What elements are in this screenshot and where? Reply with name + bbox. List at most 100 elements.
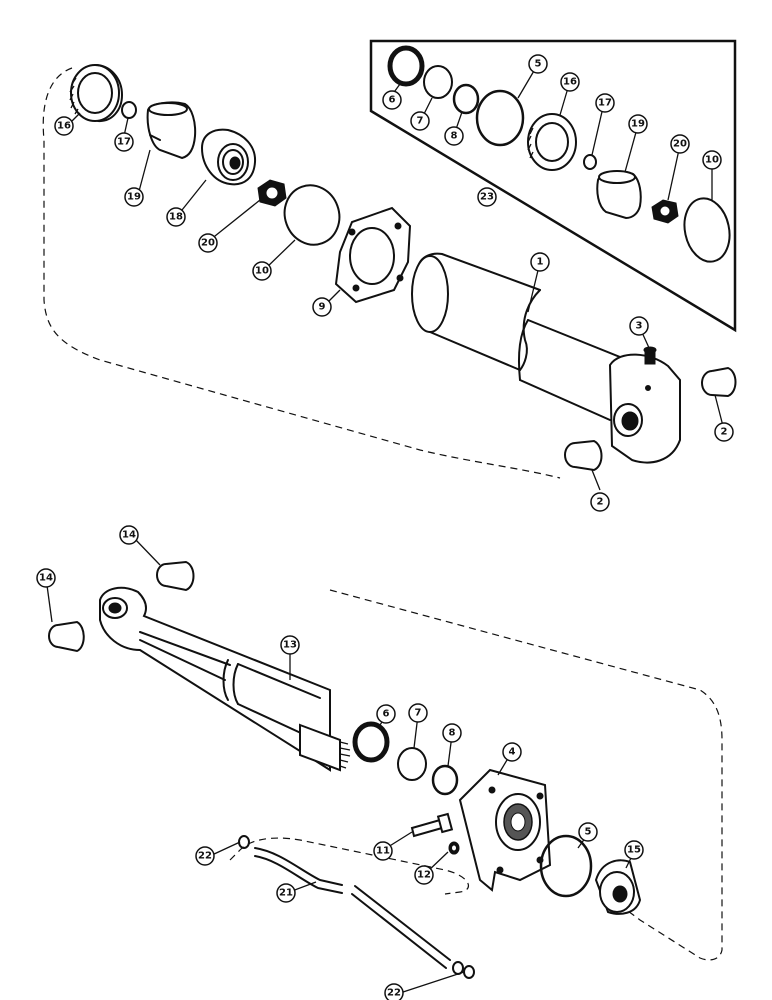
- callout-number: 7: [417, 116, 424, 127]
- callout-10-c10a: 10: [252, 261, 272, 281]
- callout-10-c10b: 10: [702, 150, 722, 170]
- callout-circle: [198, 233, 218, 253]
- callout-number: 15: [627, 845, 641, 856]
- snap-ring-part: [283, 184, 341, 246]
- callout-circle: [502, 742, 522, 762]
- callout-19-c19a: 19: [124, 187, 144, 207]
- tube-o-ring-bottom-part: [463, 965, 475, 979]
- callout-number: 17: [598, 98, 612, 109]
- callout-20-c20a: 20: [198, 233, 218, 253]
- callout-circle: [477, 187, 497, 207]
- kit-o-ring-large-part: [475, 89, 525, 147]
- callout-circle: [624, 840, 644, 860]
- callout-circle: [124, 187, 144, 207]
- callout-number: 10: [705, 155, 719, 166]
- callout-22-c22b: 22: [384, 983, 404, 1000]
- rod-bushing-lower-part: [48, 620, 85, 653]
- callout-14-c14b: 14: [36, 568, 56, 588]
- callout-21-c21: 21: [276, 883, 296, 903]
- callout-circle: [166, 207, 186, 227]
- callout-circle: [528, 54, 548, 74]
- callout-circle: [114, 132, 134, 152]
- bushing-right-part: [701, 366, 737, 398]
- callout-number: 19: [631, 119, 645, 130]
- callout-number: 23: [480, 192, 494, 203]
- lock-nut-part: [257, 179, 287, 207]
- callout-11-c11: 11: [373, 841, 393, 861]
- callout-circle: [578, 822, 598, 842]
- mounting-flange-part: [334, 206, 412, 304]
- callout-20-c20b: 20: [670, 134, 690, 154]
- callout-9-c9: 9: [312, 297, 332, 317]
- callout-number: 5: [585, 827, 592, 838]
- callout-number: 10: [255, 266, 269, 277]
- callout-circle: [384, 983, 404, 1000]
- head-o-ring-part: [539, 834, 593, 898]
- lower-assembly-dashed-outline: [329, 589, 723, 961]
- callout-2-c2b: 2: [590, 492, 610, 512]
- kit-backup-ring-17-part: [583, 154, 597, 170]
- callout-circle: [252, 261, 272, 281]
- callout-circle: [36, 568, 56, 588]
- wear-ring-part: [146, 101, 197, 160]
- callout-8-c8a: 8: [444, 126, 464, 146]
- callout-number: 6: [383, 709, 390, 720]
- callout-12-c12: 12: [414, 865, 434, 885]
- callout-circle: [414, 865, 434, 885]
- kit-gland-nut-part: [527, 113, 577, 171]
- callout-22-c22a: 22: [195, 846, 215, 866]
- callout-number: 2: [597, 497, 604, 508]
- callout-19-c19b: 19: [628, 114, 648, 134]
- callout-number: 1: [537, 257, 544, 268]
- callout-circle: [590, 492, 610, 512]
- callout-6-c6a: 6: [382, 90, 402, 110]
- callout-circle: [312, 297, 332, 317]
- callout-17-c17a: 17: [114, 132, 134, 152]
- callout-number: 8: [451, 131, 458, 142]
- callout-number: 17: [117, 137, 131, 148]
- callout-circle: [408, 703, 428, 723]
- callout-number: 14: [122, 530, 136, 541]
- callout-number: 14: [39, 573, 53, 584]
- callout-number: 20: [673, 139, 687, 150]
- callout-circle: [442, 723, 462, 743]
- callout-circle: [382, 90, 402, 110]
- callout-5-c5b: 5: [578, 822, 598, 842]
- callout-number: 22: [387, 988, 401, 999]
- gland-head-part: [458, 768, 552, 892]
- callout-circle: [629, 316, 649, 336]
- callout-circle: [410, 111, 430, 131]
- seal-kit-inset-frame: [369, 39, 737, 333]
- callout-4-c4: 4: [502, 742, 522, 762]
- callout-6-c6b: 6: [376, 704, 396, 724]
- callout-2-c2a: 2: [714, 422, 734, 442]
- callout-circle: [195, 846, 215, 866]
- callout-circle: [530, 252, 550, 272]
- callout-number: 22: [198, 851, 212, 862]
- piston-rod-part: [99, 586, 351, 772]
- callout-13-c13: 13: [280, 635, 300, 655]
- callout-number: 7: [415, 708, 422, 719]
- callout-circle: [702, 150, 722, 170]
- gland-nut-part: [69, 64, 123, 123]
- callout-circle: [373, 841, 393, 861]
- kit-o-ring-small-part: [452, 83, 480, 115]
- callout-number: 13: [283, 640, 297, 651]
- kit-wear-ring-part: [596, 170, 642, 220]
- callout-number: 18: [169, 212, 183, 223]
- callout-3-c3: 3: [629, 316, 649, 336]
- callout-14-c14a: 14: [119, 525, 139, 545]
- callout-number: 21: [279, 888, 293, 899]
- callout-number: 20: [201, 238, 215, 249]
- callout-18-c18: 18: [166, 207, 186, 227]
- callout-circle: [54, 116, 74, 136]
- callout-17-c17b: 17: [595, 93, 615, 113]
- rod-o-ring-part: [431, 764, 459, 796]
- rod-bushing-upper-part: [156, 560, 195, 592]
- callout-8-c8b: 8: [442, 723, 462, 743]
- piston-part: [200, 128, 257, 186]
- callout-23-c23: 23: [477, 187, 497, 207]
- upper-assembly-dashed-outline: [42, 67, 561, 479]
- callout-15-c15: 15: [624, 840, 644, 860]
